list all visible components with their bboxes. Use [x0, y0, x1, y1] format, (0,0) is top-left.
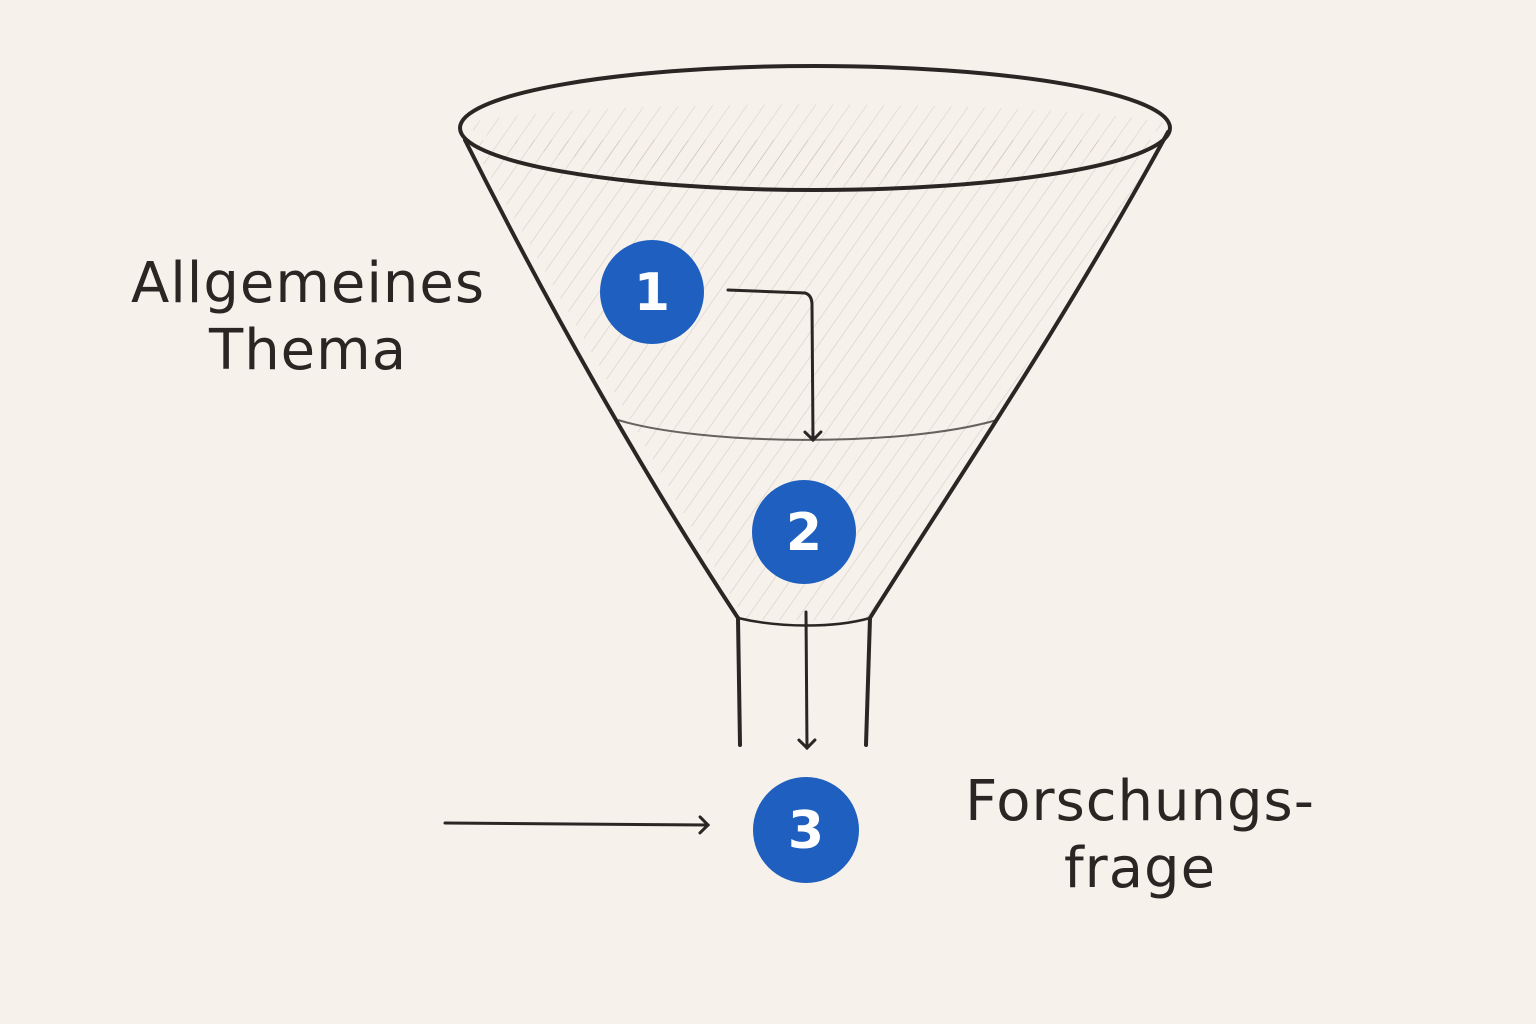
- step-2-number: 2: [786, 503, 822, 563]
- general-topic-label: Allgemeines Thema: [118, 250, 498, 384]
- general-topic-line2: Thema: [208, 318, 408, 384]
- funnel-band: [617, 419, 998, 441]
- step-1-marker: 1: [600, 240, 704, 344]
- research-question-line1: Forschungs-: [965, 769, 1315, 834]
- funnel-cone-right: [868, 130, 1170, 620]
- step-3-marker: 3: [753, 777, 859, 883]
- funnel-spout-left: [736, 616, 742, 747]
- funnel-rim: [458, 64, 1172, 192]
- step-2-marker: 2: [752, 480, 856, 584]
- general-topic-line1: Allgemeines: [130, 251, 486, 316]
- arrow-2-to-3: [797, 610, 817, 751]
- arrow-1-to-2: [726, 288, 823, 443]
- research-question-label: Forschungs- frage: [960, 768, 1320, 902]
- step-3-number: 3: [788, 801, 824, 861]
- funnel-cone-left: [463, 138, 740, 620]
- research-question-line2: frage: [1063, 836, 1217, 902]
- arrow-into-3: [443, 815, 711, 835]
- funnel-spout-right: [864, 616, 872, 747]
- funnel-inner-rim-shading: [460, 104, 1170, 178]
- step-1-number: 1: [634, 263, 670, 323]
